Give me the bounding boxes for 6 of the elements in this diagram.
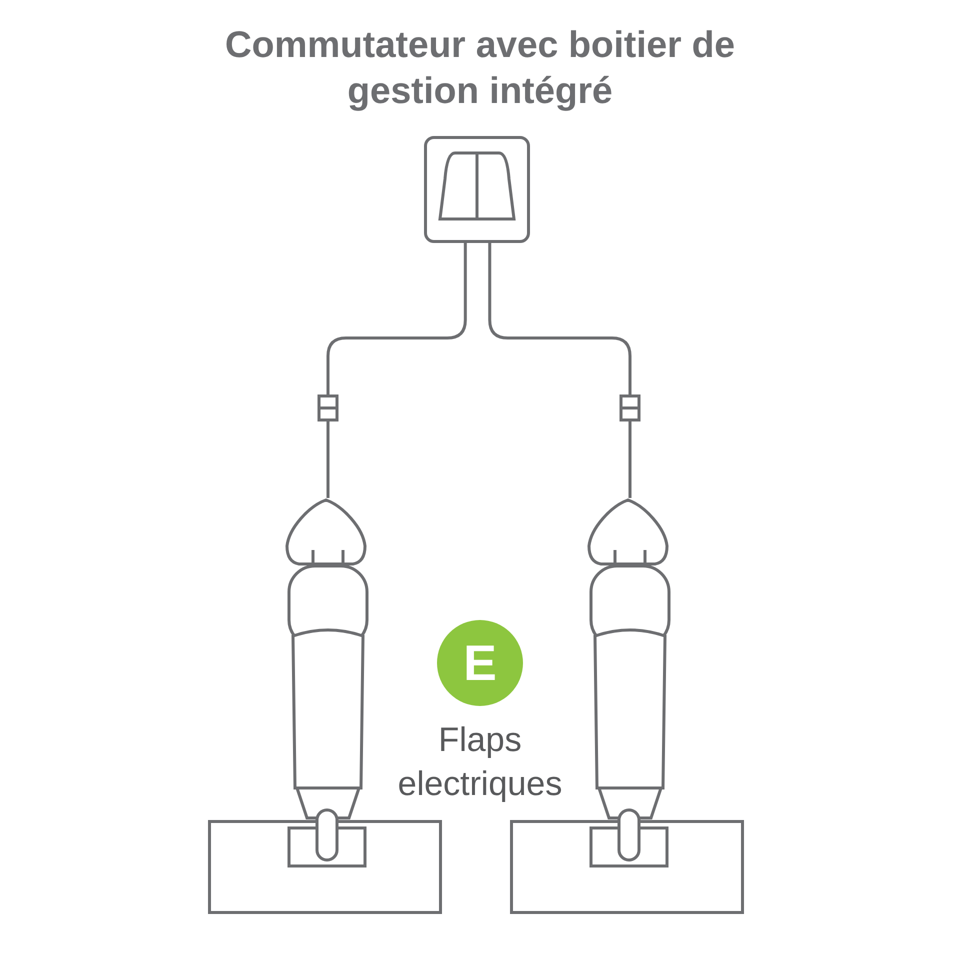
letter-badge: E: [437, 620, 523, 706]
caption-text: Flaps electriques: [396, 720, 564, 805]
cable-line: [488, 243, 632, 498]
title: Commutateur avec boitier de gestion intégré: [224, 23, 736, 113]
switch-box-drawing: [424, 136, 530, 243]
cable-line: [326, 243, 467, 498]
